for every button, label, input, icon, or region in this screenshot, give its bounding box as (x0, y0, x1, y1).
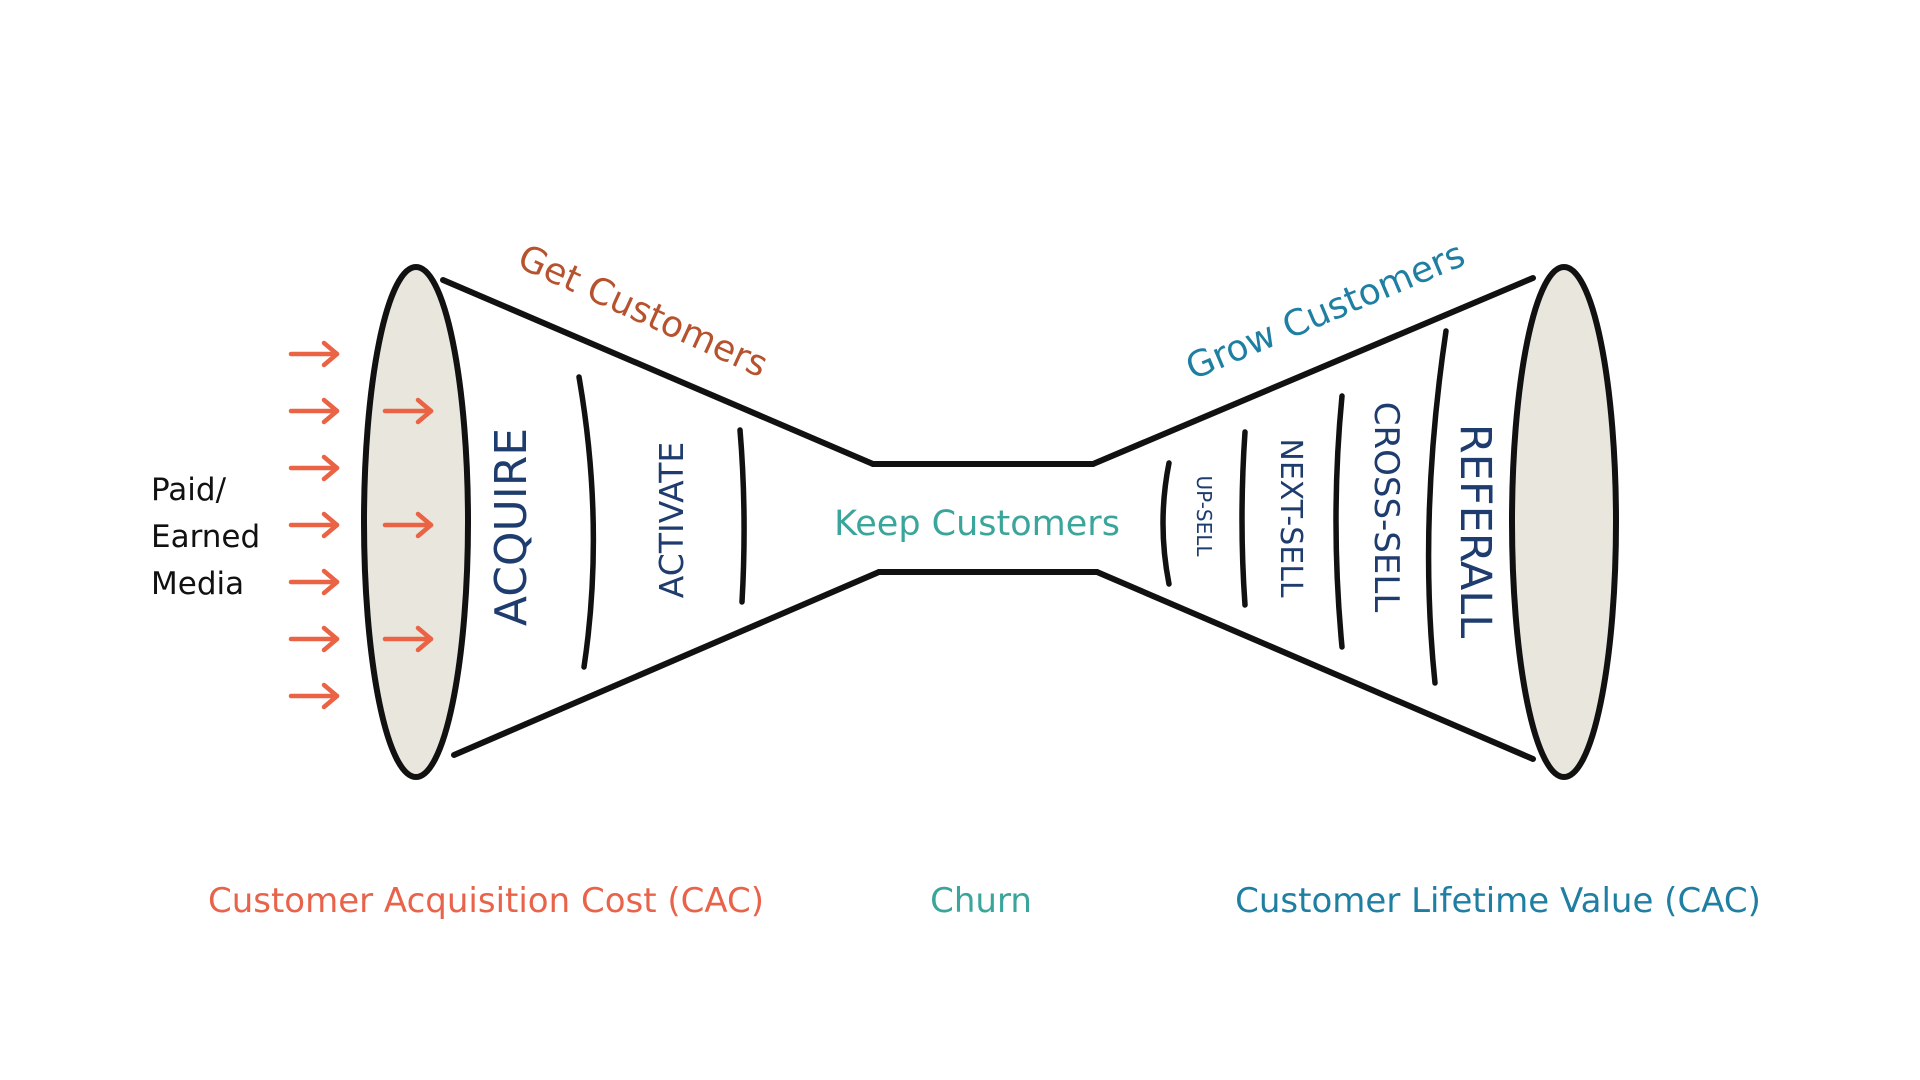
outer-arrows (288, 340, 340, 710)
left-opening (361, 264, 471, 780)
stage-next-sell: NEXT-SELL (1273, 438, 1308, 598)
arrow-right-icon (288, 340, 340, 368)
divider-crosssell (1333, 393, 1345, 650)
right-top-edge (1090, 275, 1536, 467)
funnel-outline (440, 275, 1536, 762)
right-bottom-edge (1094, 569, 1536, 762)
inner-arrows (382, 397, 434, 653)
arrow-right-icon (288, 682, 340, 710)
divider-activate (737, 427, 747, 605)
arrow-right-icon (288, 511, 340, 539)
metric-clv: Customer Lifetime Value (CAC) (1235, 881, 1761, 921)
left-top-edge (440, 277, 876, 467)
arrow-right-icon (288, 625, 340, 653)
divider-referall (1425, 328, 1449, 686)
input-label-line-3: Media (151, 566, 244, 602)
arrow-right-icon (288, 397, 340, 425)
arrow-right-icon (382, 511, 434, 539)
stage-acquire: ACQUIRE (486, 428, 537, 626)
stage-activate: ACTIVATE (652, 442, 691, 598)
input-label-line-1: Paid/ (151, 472, 227, 508)
input-label-line-2: Earned (151, 519, 260, 555)
stage-referall: REFERALL (1450, 424, 1500, 638)
arrow-right-icon (382, 397, 434, 425)
divider-acquire (576, 374, 597, 670)
stage-cross-sell: CROSS-SELL (1366, 402, 1406, 613)
divider-upsell (1160, 460, 1172, 587)
arrow-right-icon (382, 625, 434, 653)
left-bottom-edge (451, 569, 882, 758)
right-opening (1509, 264, 1619, 780)
stage-dividers (576, 328, 1449, 686)
divider-nextsell (1239, 429, 1248, 608)
metric-churn: Churn (930, 881, 1032, 921)
arrow-right-icon (288, 454, 340, 482)
arrow-right-icon (288, 568, 340, 596)
section-keep-customers: Keep Customers (834, 504, 1120, 544)
stage-up-sell: UP-SELL (1192, 475, 1216, 557)
metric-cac: Customer Acquisition Cost (CAC) (208, 881, 764, 921)
